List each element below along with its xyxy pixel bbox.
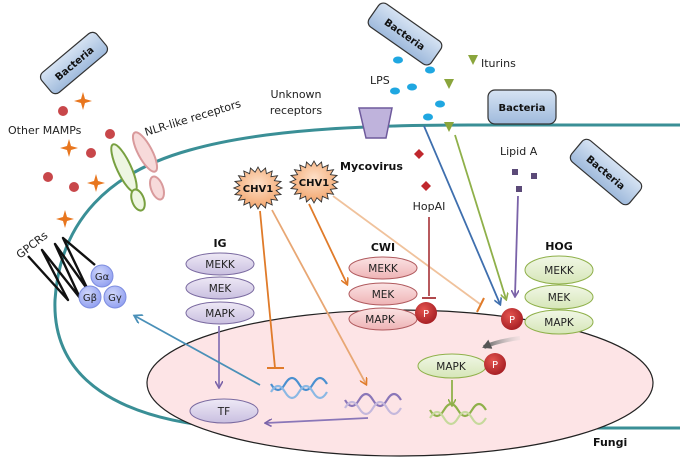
other-mamps-label: Other MAMPs bbox=[8, 124, 82, 137]
kinase-label: MAPK bbox=[544, 317, 575, 329]
fungal-cell-membrane bbox=[53, 123, 680, 430]
kinase-label: MEK bbox=[372, 289, 396, 301]
g-beta-label: Gβ bbox=[83, 293, 97, 304]
chv1-label: CHV1 bbox=[243, 184, 273, 195]
lps-particles bbox=[390, 56, 445, 121]
kinase-label: MEKK bbox=[205, 259, 236, 271]
nlr-label: NLR-like receptors bbox=[143, 97, 243, 139]
bacteria-right: Bacteria bbox=[569, 138, 643, 206]
pathway-name: IG bbox=[213, 237, 226, 250]
mamp-stars bbox=[56, 92, 105, 228]
phospho-label: P bbox=[492, 360, 498, 371]
tf-label: TF bbox=[217, 406, 230, 418]
phospho-label: P bbox=[423, 309, 429, 320]
iturin-particles bbox=[444, 55, 478, 132]
chv1-label: CHV1 bbox=[299, 178, 329, 189]
unknown-receptors-label-1: Unknown bbox=[270, 88, 321, 101]
nlr-receptor bbox=[110, 131, 165, 212]
bacteria-label: Bacteria bbox=[499, 103, 546, 114]
pathway-name: CWI bbox=[371, 241, 395, 254]
pathway-arrows bbox=[135, 125, 521, 423]
bacteria-top: Bacteria bbox=[367, 2, 443, 66]
gpcr-receptor bbox=[27, 236, 96, 302]
nuclear-mapk: MAPK P bbox=[417, 353, 506, 379]
g-alpha-label: Gα bbox=[95, 272, 110, 283]
kinase-label: MAPK bbox=[365, 314, 396, 326]
pathway-cwi: CWI MEKK MEK MAPK P bbox=[348, 241, 437, 331]
iturins-label: Iturins bbox=[481, 57, 516, 70]
mamp-dots bbox=[43, 106, 115, 192]
chv1-virus: CHV1 bbox=[288, 160, 340, 204]
kinase-label: MEK bbox=[209, 283, 233, 295]
dna-blue bbox=[270, 376, 328, 400]
pathway-hog: HOG MEKK MEK MAPK P bbox=[501, 240, 594, 335]
bacteria-topleft: Bacteria bbox=[39, 31, 109, 95]
dna-green bbox=[429, 402, 487, 426]
mycovirus-label: Mycovirus bbox=[340, 160, 403, 173]
bacteria-right-membrane: Bacteria bbox=[487, 89, 557, 125]
kinase-label: MAPK bbox=[436, 361, 467, 373]
lps-label: LPS bbox=[370, 74, 390, 87]
kinase-label: MEK bbox=[548, 292, 572, 304]
lipid-a-particles bbox=[512, 169, 537, 192]
kinase-label: MAPK bbox=[205, 308, 236, 320]
kinase-label: MEKK bbox=[544, 265, 575, 277]
fungi-label: Fungi bbox=[593, 436, 627, 449]
kinase-label: MEKK bbox=[368, 263, 399, 275]
transcription-factor: TF bbox=[189, 398, 259, 424]
lipid-a-label: Lipid A bbox=[500, 145, 538, 158]
dna-purple bbox=[344, 392, 402, 416]
hopai-label: HopAI bbox=[413, 200, 446, 213]
unknown-receptors-label-2: receptors bbox=[270, 104, 322, 117]
pathway-ig: IG MEKK MEK MAPK bbox=[185, 237, 255, 325]
g-protein-complex: Gα Gβ Gγ bbox=[78, 264, 127, 309]
chv1-virus: CHV1 bbox=[232, 166, 284, 210]
hopai-particles bbox=[414, 149, 431, 191]
unknown-receptor bbox=[358, 107, 393, 139]
g-gamma-label: Gγ bbox=[108, 293, 122, 304]
pathway-name: HOG bbox=[545, 240, 573, 253]
phospho-label: P bbox=[509, 315, 515, 326]
